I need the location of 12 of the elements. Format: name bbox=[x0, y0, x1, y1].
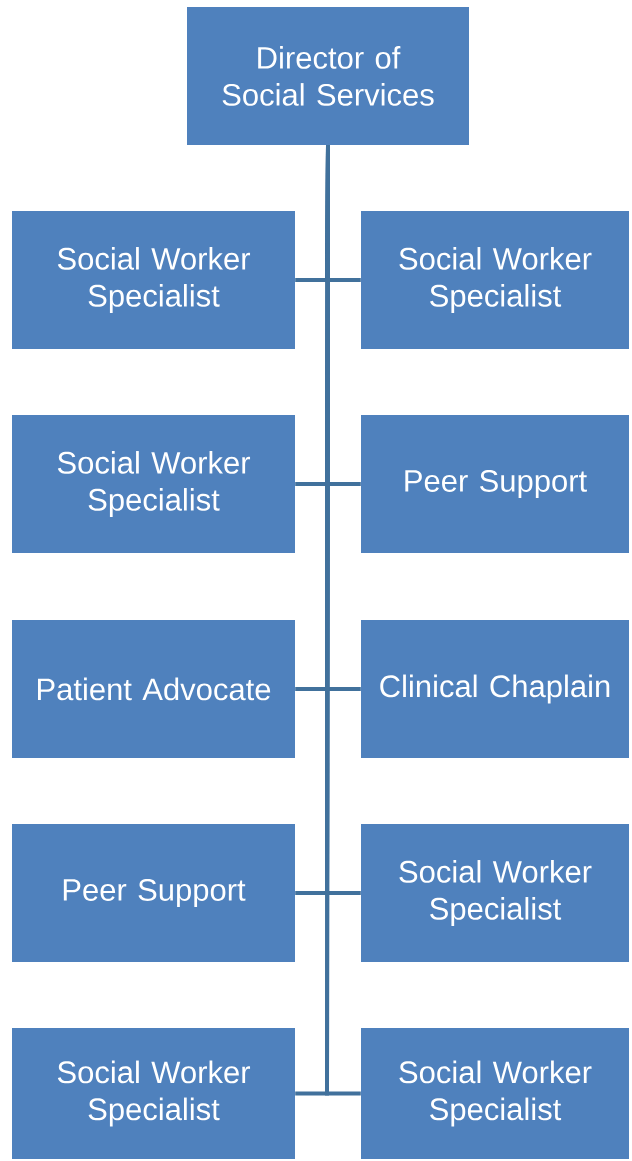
staff-box: Social Worker Specialist bbox=[361, 211, 629, 349]
staff-box: Social Worker Specialist bbox=[12, 211, 295, 349]
staff-box: Clinical Chaplain bbox=[361, 620, 629, 758]
staff-box: Social Worker Specialist bbox=[12, 1028, 295, 1159]
director-box: Director of Social Services bbox=[187, 7, 469, 145]
staff-box: Social Worker Specialist bbox=[361, 824, 629, 962]
staff-box: Patient Advocate bbox=[12, 620, 295, 758]
connector bbox=[325, 145, 361, 1096]
staff-box: Peer Support bbox=[12, 824, 295, 962]
staff-box: Social Worker Specialist bbox=[12, 415, 295, 553]
staff-box: Social Worker Specialist bbox=[361, 1028, 629, 1159]
staff-box: Peer Support bbox=[361, 415, 629, 553]
